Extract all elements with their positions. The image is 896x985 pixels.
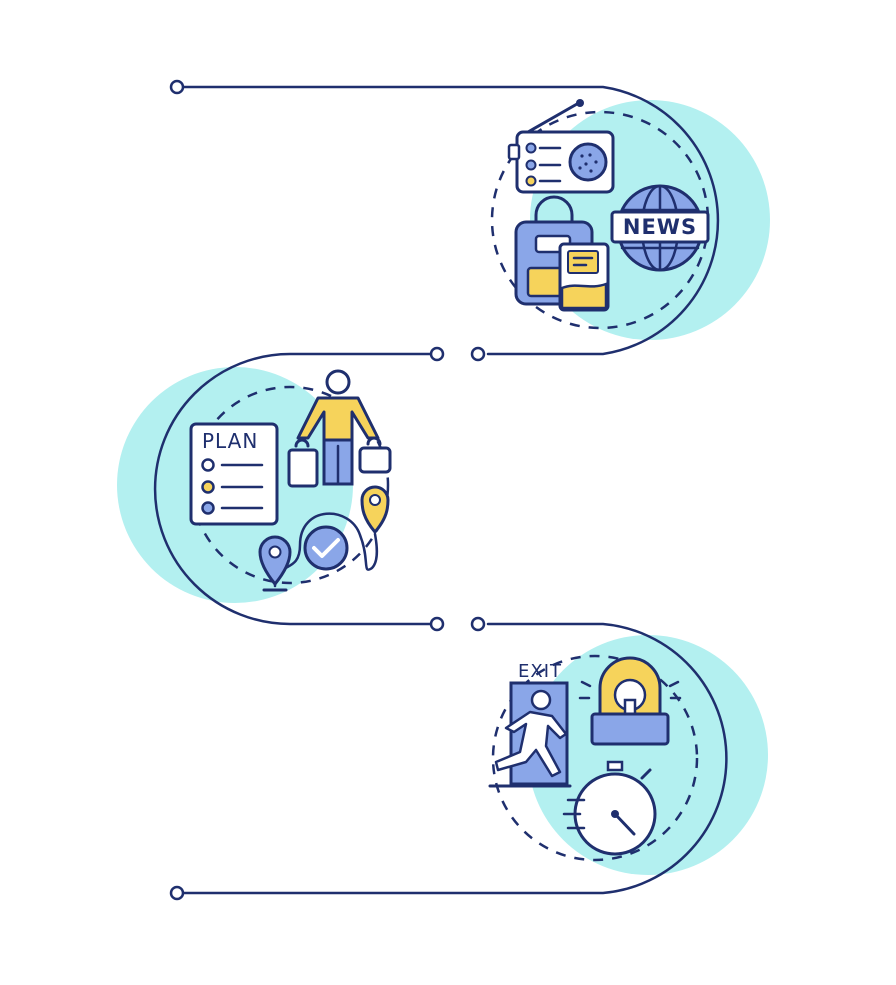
timeline-node [470, 346, 486, 362]
step-2-icon-group: PLAN [189, 369, 392, 592]
route-pins-icon [258, 485, 390, 592]
timeline-node [470, 616, 486, 632]
checkmark-icon [303, 525, 349, 571]
plan-label: PLAN [202, 429, 258, 453]
news-globe-icon: NEWS [610, 184, 710, 272]
dashed-ring [491, 654, 699, 862]
radio-icon [507, 99, 615, 194]
timeline-node [429, 616, 445, 632]
news-label: NEWS [623, 215, 697, 239]
running-person-icon [494, 689, 568, 778]
timeline-path [153, 85, 728, 895]
stopwatch-icon [562, 760, 657, 856]
plan-checklist-icon: PLAN [189, 422, 279, 526]
step-1-icon-group: NEWS [490, 99, 710, 330]
emergency-light-icon [578, 656, 682, 746]
exit-label: EXIT [518, 661, 562, 682]
person-with-bags-icon [287, 369, 392, 488]
id-card-icon [558, 242, 610, 312]
timeline-end-node [169, 885, 185, 901]
timeline-start-node [169, 79, 185, 95]
step-3-icon-group: EXIT [488, 654, 699, 862]
timeline-node [429, 346, 445, 362]
